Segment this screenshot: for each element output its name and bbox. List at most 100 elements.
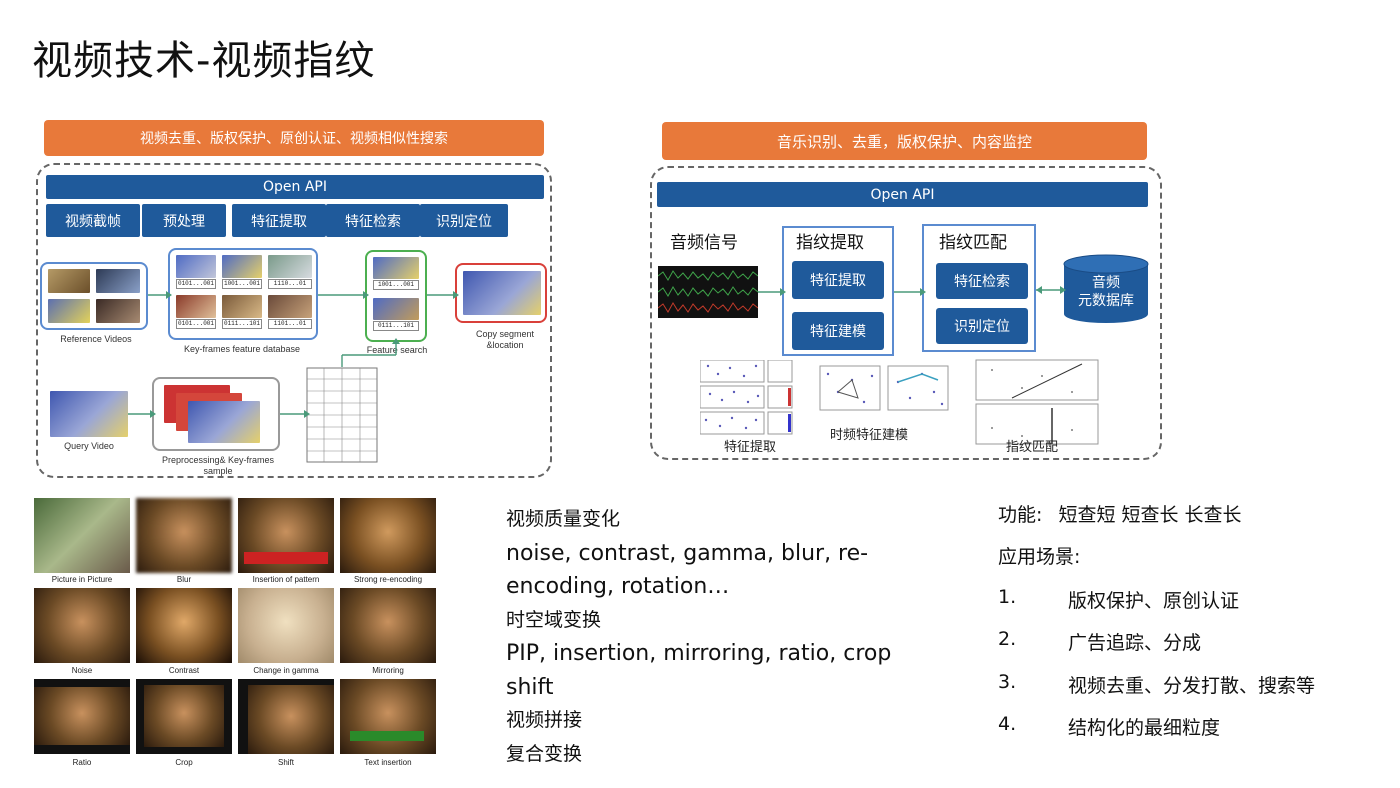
keyframe-thumb [222,295,262,318]
reference-thumb [96,299,140,323]
bit-code: 1001...001 [222,279,262,289]
transform-image [136,679,232,754]
module-feature-extraction: 特征提取 [232,204,326,237]
audio-flow-arrows [758,286,1066,296]
scenario-text: 广告追踪、分成 [1068,632,1202,654]
transform-image [238,498,334,573]
text-line: 视频质量变化 [506,508,621,530]
keyframe-thumb [268,295,312,318]
module-locate: 识别定位 [420,204,508,237]
scenario-item: 4. 结构化的最细粒度 [998,713,1393,743]
fingerprint-match-plot-label: 指纹匹配 [1006,440,1059,455]
transform-label: Strong re-encoding [353,575,423,584]
ratio-inner [34,687,130,745]
bit-code: 1001...001 [373,280,419,290]
bit-code: 1101...01 [268,319,312,329]
query-video-thumb [50,391,128,437]
keyframe-db-box: 0101...001 1001...001 1110...01 0101...0… [168,248,318,340]
transform-image [340,588,436,663]
scenario-item: 1. 版权保护、原创认证 [998,586,1393,616]
audio-metadata-db-label: 音频 元数据库 [1078,275,1134,309]
scenario-label: 应用场景: [998,546,1081,568]
fingerprint-match-plot [975,359,1099,445]
audio-metadata-db-icon [1063,254,1149,323]
reference-thumb [96,269,140,293]
scenario-number: 2. [998,628,1017,650]
video-use-cases-bar: 视频去重、版权保护、原创认证、视频相似性搜索 [44,120,544,156]
module-frame-capture: 视频截帧 [46,204,140,237]
fingerprint-extract-title: 指纹提取 [796,233,864,253]
bit-code: 0101...001 [176,279,216,289]
transform-label: Change in gamma [253,666,319,675]
page-title: 视频技术-视频指纹 [32,38,376,84]
keyframe-thumb [176,255,216,278]
scenario-text: 视频去重、分发打散、搜索等 [1068,675,1316,697]
reference-thumb [48,299,90,323]
preprocessing-caption: Preprocessing& Key-frames sample [161,455,275,476]
text-line: shift [506,674,554,700]
transform-image [136,588,232,663]
text-line: PIP, insertion, mirroring, ratio, crop [506,641,892,666]
transform-image [34,498,130,573]
transform-image [34,588,130,663]
video-system-boundary [36,163,552,478]
transform-label: Crop [175,758,193,767]
transform-label: Contrast [168,666,200,675]
audio-signal-label: 音频信号 [670,233,738,253]
text-line: 时空域变换 [506,608,602,631]
pattern-overlay [244,552,328,564]
fingerprint-match-title: 指纹匹配 [939,233,1007,253]
transform-image [340,679,436,754]
scenario-item: 2. 广告追踪、分成 [998,628,1393,658]
module-feature-search: 特征检索 [326,204,420,237]
bit-code: 0111...101 [222,319,262,329]
function-label: 功能: [998,504,1043,526]
shift-inner [248,685,334,754]
scenario-item: 3. 视频去重、分发打散、搜索等 [998,671,1393,701]
reference-thumb [48,269,90,293]
copy-segment-box [455,263,547,323]
copy-thumb [463,271,541,315]
audio-system-boundary [650,166,1162,460]
audio-locate-button: 识别定位 [936,308,1028,344]
audio-waveform [658,266,758,318]
copy-segment-caption: Copy segment &location [475,329,535,350]
transform-types-text: 视频质量变化 noise, contrast, gamma, blur, re-… [506,503,896,771]
bit-code: 0111...101 [373,321,419,331]
transform-image [136,498,232,573]
function-line: 功能: 短查短 短查长 长查长 [998,500,1242,527]
audio-open-api-bar: Open API [657,182,1148,207]
search-thumb [373,257,419,279]
video-transform-examples: Picture in Picture Blur Insertion of pat… [32,496,436,768]
text-line: noise, contrast, gamma, blur, re- [506,540,869,566]
keyframe-thumb [268,255,312,278]
keyframe-thumb [176,295,216,318]
transform-label: Noise [71,666,93,675]
function-value: 短查短 短查长 长查长 [1058,504,1242,526]
video-flow-arrows [128,291,459,418]
feature-extraction-plot-label: 特征提取 [724,440,777,455]
keyframes-caption: Key-frames feature database [183,344,301,354]
text-overlay [350,731,424,741]
video-fingerprint-diagram: 视频去重、版权保护、原创认证、视频相似性搜索 Open API 视频截帧 预处理… [22,115,552,480]
preprocess-frame [188,401,260,443]
crop-inner [144,685,224,747]
feature-search-caption: Feature search [366,345,428,355]
scenario-text: 版权保护、原创认证 [1068,590,1240,612]
transform-image [238,679,334,754]
keyframe-thumb [222,255,262,278]
audio-feature-extract-button: 特征提取 [792,261,884,299]
audio-use-cases-bar: 音乐识别、去重，版权保护、内容监控 [662,122,1147,160]
transform-image [34,679,130,754]
bit-code: 1110...01 [268,279,312,289]
transform-image [238,588,334,663]
transform-label: Picture in Picture [51,575,113,584]
feature-search-box: 1001...001 0111...101 [365,250,427,342]
transform-label: Ratio [72,758,92,767]
scenario-text: 结构化的最细粒度 [1068,717,1221,739]
scenario-number: 4. [998,713,1017,735]
transform-label: Blur [176,575,192,584]
preprocessing-box [152,377,280,451]
transform-label: Text insertion [364,758,412,767]
reference-videos-box [40,262,148,330]
